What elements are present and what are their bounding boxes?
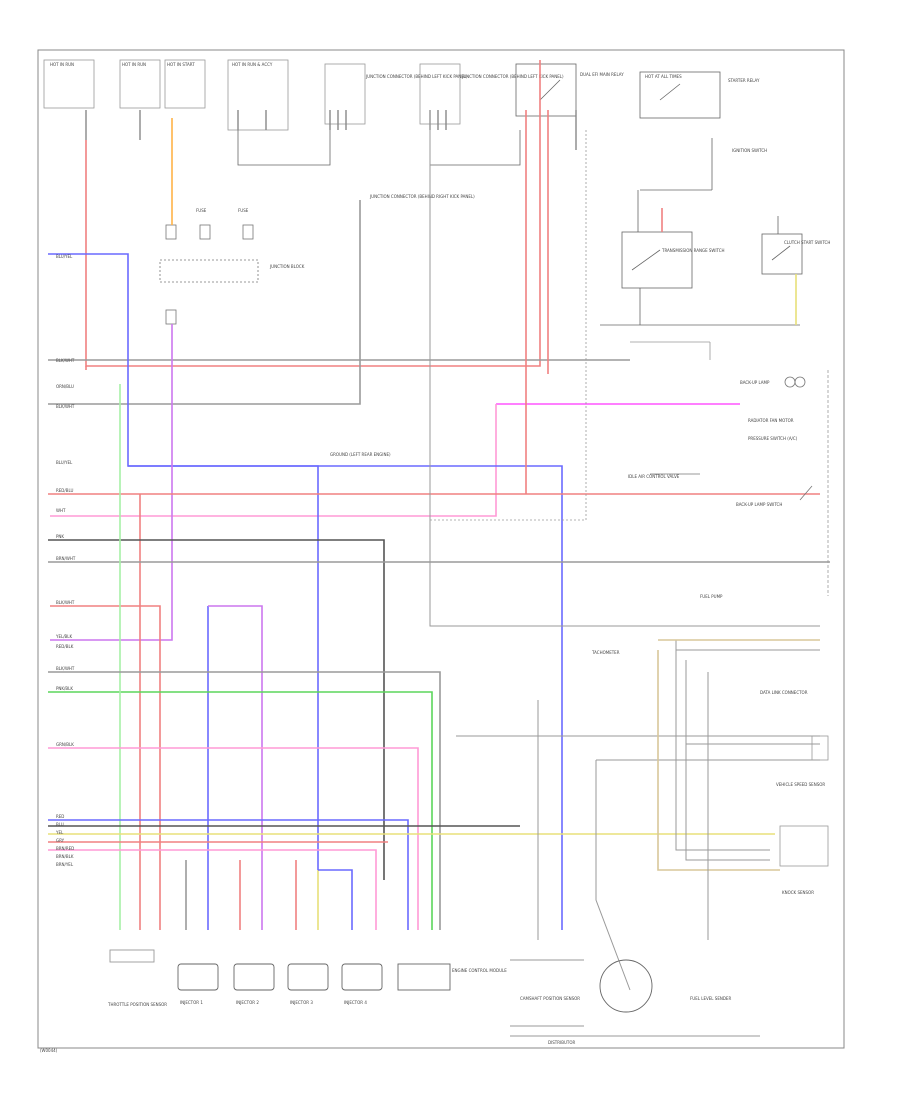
label-fuel-sender: FUEL LEVEL SENDER (690, 996, 731, 1001)
wire-label: BLK/WHT (56, 358, 75, 363)
label-pressure-sw: PRESSURE SWITCH (A/C) (748, 436, 798, 441)
label-radiator-fan: RADIATOR FAN MOTOR (748, 418, 794, 423)
label-distributor: DISTRIBUTOR (548, 1040, 575, 1045)
wire-label: BLK/WHT (56, 600, 75, 605)
label-fuse-b: FUSE (238, 208, 249, 213)
label-backup-lamp: BACK-UP LAMP (740, 380, 770, 385)
wire-label: BRN/WHT (56, 556, 76, 561)
wire-label: BLU/YEL (56, 460, 73, 465)
label-injector-3: INJECTOR 3 (290, 1000, 313, 1005)
label-ecm: ENGINE CONTROL MODULE (452, 968, 507, 973)
wire-label: WHT (56, 508, 66, 513)
label-hot-in-start: HOT IN START (167, 62, 195, 67)
label-hot-in-run-a: HOT IN RUN (50, 62, 74, 67)
bottom-components (109, 949, 760, 1037)
diagram-border (37, 49, 845, 1049)
label-injector-1: INJECTOR 1 (180, 1000, 203, 1005)
wire-label: BRN/BLK (56, 854, 74, 859)
wire-label: GRY (56, 838, 65, 843)
label-camshaft-sensor: CAMSHAFT POSITION SENSOR (520, 996, 580, 1001)
label-injector-4: INJECTOR 4 (344, 1000, 367, 1005)
right-components (650, 376, 829, 867)
label-vehicle-speed: VEHICLE SPEED SENSOR (776, 782, 825, 787)
label-dual-relay: DUAL EFI MAIN RELAY (580, 72, 624, 77)
label-fuse-a: FUSE (196, 208, 207, 213)
label-backup-sw: BACK-UP LAMP SWITCH (736, 502, 782, 507)
wire-label: RED/BLU (56, 488, 74, 493)
label-clutch-start: CLUTCH START SWITCH (784, 240, 830, 245)
wire-label: BRN/YEL (56, 862, 74, 867)
wire-label: GRN/BLK (56, 742, 74, 747)
label-trans-range: TRANSMISSION RANGE SWITCH (661, 248, 725, 253)
label-ground-point: GROUND (LEFT REAR ENGINE) (330, 452, 391, 457)
label-tachometer: TACHOMETER (591, 650, 620, 655)
label-hot-in-run-b: HOT IN RUN (122, 62, 146, 67)
wire-label: RED/BLK (56, 644, 74, 649)
label-hot-in-run-accy: HOT IN RUN & ACCY (232, 62, 273, 67)
label-junction-b: JUNCTION CONNECTOR (BEHIND LEFT KICK PAN… (461, 74, 564, 79)
main-wires (48, 60, 830, 991)
wire-label: ORN/BLU (56, 384, 74, 389)
wire-label: YEL (55, 830, 64, 835)
label-junction-c: JUNCTION CONNECTOR (BEHIND RIGHT KICK PA… (369, 194, 475, 199)
fuse-stubs (85, 110, 577, 150)
label-hot-at-all-times: HOT AT ALL TIMES (645, 74, 682, 79)
wire-label: PNK (56, 534, 64, 539)
label-injector-2: INJECTOR 2 (236, 1000, 259, 1005)
wire-label: BLK/WHT (56, 404, 75, 409)
wire-label: BLU/YEL (56, 254, 73, 259)
wire-label: BLU (56, 822, 64, 827)
wire-label: BRN/RED (56, 846, 74, 851)
label-knock-sensor: KNOCK SENSOR (782, 890, 814, 895)
wire-label: RED (56, 814, 64, 819)
wire-label: YEL/BLK (55, 634, 73, 639)
sheet-id-label: (W0044) (40, 1048, 58, 1053)
label-throttle-pos: THROTTLE POSITION SENSOR (107, 1002, 167, 1007)
label-ignition-switch: IGNITION SWITCH (732, 148, 767, 153)
wire-label: BLK/WHT (56, 666, 75, 671)
label-fuel-pump: FUEL PUMP (700, 594, 723, 599)
wire-label: PNK/BLK (56, 686, 73, 691)
label-starter-relay: STARTER RELAY (728, 78, 760, 83)
left-wire-labels: BLU/YEL BLK/WHT ORN/BLU BLK/WHT BLU/YEL … (55, 254, 76, 867)
label-junction-d: JUNCTION BLOCK (269, 264, 305, 269)
label-junction-a: JUNCTION CONNECTOR (BEHIND LEFT KICK PAN… (365, 74, 468, 79)
relay-switch-area (600, 138, 803, 360)
label-idle-air: IDLE AIR CONTROL VALVE (628, 474, 680, 479)
label-data-link: DATA LINK CONNECTOR (760, 690, 808, 695)
fuse-holders (159, 224, 259, 325)
